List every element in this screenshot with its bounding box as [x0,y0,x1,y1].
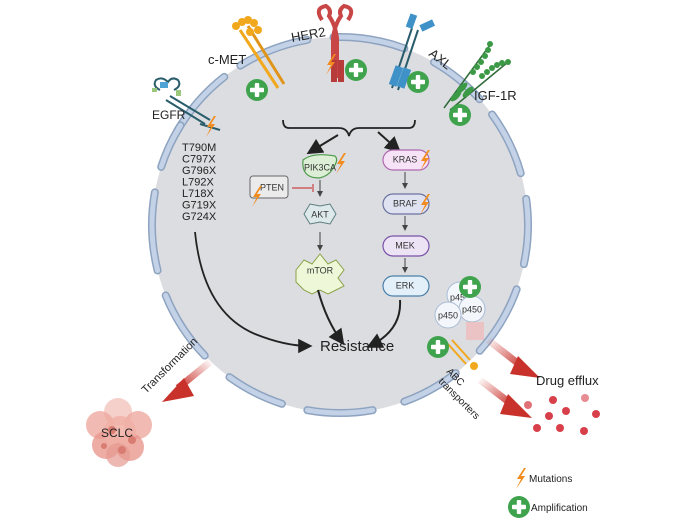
egfr-mutation-item: T790M [182,142,216,154]
svg-text:KRAS: KRAS [393,154,418,164]
membrane-segment-fill [149,189,161,273]
membrane-segment-fill [401,370,459,405]
transformation-arrow [162,359,213,402]
membrane-segment-fill [477,286,520,354]
her2-label: HER2 [290,24,327,45]
svg-text:BRAF: BRAF [393,198,418,208]
drug-efflux-arrow [485,337,540,378]
sclc-cell-cluster-icon [86,398,152,467]
her2-receptor-icon [316,3,354,82]
arrow-to-pik3ca [306,134,339,155]
egfr-mutation-item: G724X [182,211,217,223]
svg-text:ERK: ERK [396,280,415,290]
arrow-mtor-to-resistance [317,289,345,346]
resistance-label: Resistance [320,338,394,355]
mek-node: MEK [382,235,430,257]
legend-mutations-label: Mutations [529,474,572,485]
membrane-segment-fill [158,122,184,170]
cmet-label: c-MET [208,52,246,67]
legend-mutation-icon [516,468,526,489]
membrane-segment-fill [304,407,376,416]
abc-amplification-icon [427,336,449,358]
arrow-erk-to-resistance [366,299,402,348]
transformation-label: Transformation [140,336,201,397]
membrane-segment-fill [163,292,208,359]
svg-text:p450: p450 [450,292,470,302]
svg-text:PTEN: PTEN [260,182,284,192]
svg-text:mTOR: mTOR [307,265,334,275]
egfr-mutation-item: L792X [182,177,214,189]
akt-node: AKT [303,203,337,225]
erk-node: ERK [382,275,430,297]
membrane-segment-fill [521,196,531,267]
svg-text:MEK: MEK [395,240,415,250]
pik3ca-node: PIK3CA [302,154,338,179]
receptor-convergence-brace [282,119,416,137]
egfr-mutation-item: C797X [182,154,216,166]
svg-text:AKT: AKT [311,209,329,219]
her2-amplification-icon [345,59,367,81]
legend: Mutations Amplification [508,468,588,518]
mtor-node: mTOR [295,253,345,295]
sclc-label: SCLC [101,426,133,440]
pten-inhibits-akt-edge [292,184,314,192]
igf1r-label: IGF-1R [474,88,517,103]
kras-node: KRAS [382,149,430,171]
membrane-segment-fill [489,111,524,176]
svg-text:p450: p450 [462,304,482,314]
axl-receptor-icon [388,13,436,91]
legend-amplification-icon [508,496,530,518]
p450-amplification-icon [459,276,481,298]
igf1r-amplification-icon [449,104,471,126]
egfr-receptor-icon [152,77,221,131]
arrow-to-kras [377,131,401,153]
abc-transporter-icon [447,339,478,370]
efflux-pump-icon [466,322,484,340]
igf1r-receptor-icon [443,41,511,111]
arrow-egfr-to-resistance [194,231,313,354]
axl-amplification-icon [407,71,429,93]
egfr-mutation-item: G796X [182,165,217,177]
cell-body [152,37,528,413]
membrane-segment-fill [226,374,285,407]
cmet-receptor-icon [232,16,286,89]
drug-efflux-label: Drug efflux [536,373,599,388]
svg-text:PIK3CA: PIK3CA [304,162,336,172]
egfr-mutation-item: G719X [182,200,217,212]
membrane-segment-fill [431,59,483,102]
egfr-mutation-item: L718X [182,188,214,200]
membrane-segment-fill [237,37,310,69]
svg-text:p450: p450 [438,310,458,320]
egfr-label: EGFR [152,108,186,122]
abc-efflux-arrow [477,377,532,418]
cell-membrane [148,33,532,417]
drug-particles [524,394,600,435]
cmet-amplification-icon [246,79,268,101]
pten-node: PTEN [249,175,289,199]
braf-node: BRAF [382,193,430,215]
legend-amplification-label: Amplification [531,503,588,514]
